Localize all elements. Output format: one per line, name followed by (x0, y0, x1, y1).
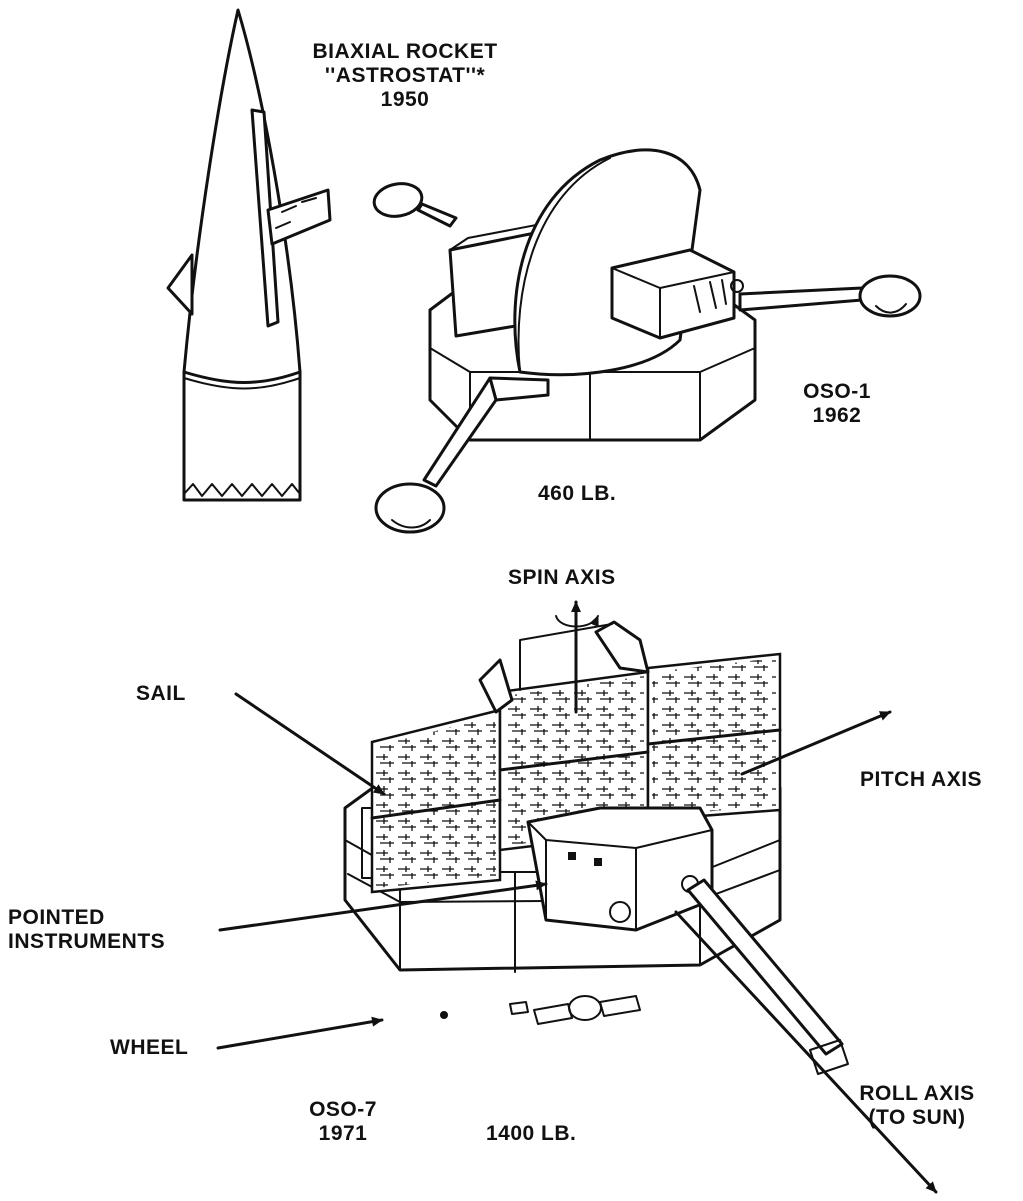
rocket-label-name: BIAXIAL ROCKET (312, 40, 498, 63)
oso7-weight-label: 1400 LB. (486, 1122, 577, 1145)
oso7-label-name: OSO-7 (309, 1098, 377, 1121)
rocket-label-nickname: ''ASTROSTAT''* (324, 64, 486, 87)
pointed-instruments-label: POINTED INSTRUMENTS (8, 906, 165, 954)
oso7-label: OSO-7 1971 (288, 1098, 398, 1146)
sail-label: SAIL (136, 682, 186, 705)
pitch-axis-label: PITCH AXIS (860, 768, 983, 791)
oso-7-satellite (343, 620, 849, 1075)
biaxial-rocket (166, 8, 332, 502)
roll-axis-label: ROLL AXIS (TO SUN) (842, 1082, 992, 1130)
rocket-label-year: 1950 (380, 88, 430, 111)
oso1-label: OSO-1 1962 (772, 380, 902, 428)
oso-1-satellite (372, 148, 922, 534)
oso1-label-year: 1962 (812, 404, 862, 427)
rocket-label: BIAXIAL ROCKET ''ASTROSTAT''* 1950 (280, 40, 530, 112)
pointed-label-line1: POINTED (8, 906, 105, 929)
oso1-weight-label: 460 LB. (538, 482, 617, 505)
wheel-label: WHEEL (110, 1036, 189, 1059)
oso1-label-name: OSO-1 (803, 380, 871, 403)
roll-axis-label-line2: (TO SUN) (868, 1106, 966, 1129)
spin-axis-label: SPIN AXIS (508, 566, 616, 589)
roll-axis-label-line1: ROLL AXIS (859, 1082, 975, 1105)
pointed-label-line2: INSTRUMENTS (8, 930, 166, 953)
oso7-label-year: 1971 (318, 1122, 368, 1145)
axis-arrows (216, 600, 938, 1194)
